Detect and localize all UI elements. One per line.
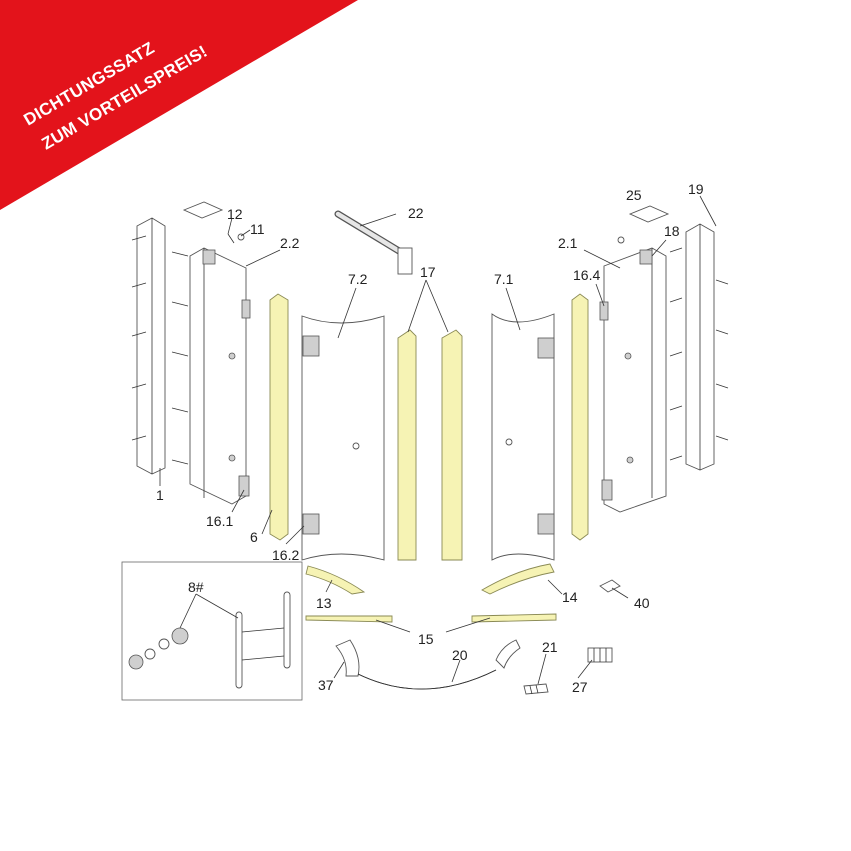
- screws-right: [669, 247, 729, 461]
- pad-21: [523, 683, 549, 695]
- callout-16-1: 16.1: [206, 513, 233, 529]
- washer-right: [617, 236, 625, 244]
- callout-37: 37: [318, 677, 334, 693]
- callout-27: 27: [572, 679, 588, 695]
- callout-19: 19: [688, 181, 704, 197]
- callout-13: 13: [316, 595, 332, 611]
- callout-11: 11: [250, 221, 265, 237]
- screws-left: [131, 235, 189, 465]
- seal-17-right: [441, 329, 463, 561]
- wall-profile-left: [131, 217, 189, 475]
- inset-handle-set: [121, 561, 303, 701]
- callout-16-2: 16.2: [272, 547, 299, 563]
- bottom-seal-14: [481, 563, 555, 595]
- callout-8: 8#: [188, 579, 204, 595]
- glass-door-right: [491, 313, 555, 561]
- callout-14: 14: [562, 589, 578, 605]
- stabilizer-bar-22: [334, 210, 413, 275]
- cover-37: [335, 639, 360, 677]
- bottom-seal-13: [305, 565, 366, 595]
- callout-21: 21: [542, 639, 558, 655]
- callout-15: 15: [418, 631, 434, 647]
- callout-7-2: 7.2: [348, 271, 368, 287]
- callout-22: 22: [408, 205, 424, 221]
- seal-17-left: [397, 329, 417, 561]
- leader-lines: [159, 195, 717, 685]
- cap-25: [628, 205, 670, 223]
- callout-1: 1: [156, 487, 164, 503]
- clip-40: [599, 579, 621, 593]
- promo-banner-background: [0, 0, 358, 210]
- seal-20: [357, 669, 497, 690]
- callout-labels: 1 2.2 12 11 22 7.2 17 7.1 2.1 16.4 25 19…: [156, 181, 704, 695]
- wall-profile-right: [669, 223, 729, 471]
- seal-15-left: [305, 615, 393, 623]
- callout-7-1: 7.1: [494, 271, 514, 287]
- callout-40: 40: [634, 595, 650, 611]
- callout-2-1: 2.1: [558, 235, 578, 251]
- glass-door-left: [301, 315, 385, 561]
- callout-20: 20: [452, 647, 468, 663]
- seal-6: [269, 293, 289, 541]
- seal-15-right: [471, 613, 557, 623]
- clip-27: [587, 647, 613, 663]
- callout-2-2: 2.2: [280, 235, 300, 251]
- callout-16-4: 16.4: [573, 267, 600, 283]
- cap-12: [182, 201, 235, 244]
- callout-18: 18: [664, 223, 680, 239]
- seal-right-vertical: [571, 293, 589, 541]
- wall-channel-right: [599, 247, 667, 513]
- callout-17: 17: [420, 264, 436, 280]
- washer-11: [237, 233, 245, 241]
- callout-25: 25: [626, 187, 642, 203]
- callout-12: 12: [227, 206, 243, 222]
- wall-channel-left: [189, 247, 251, 505]
- promo-banner: DICHTUNGSSATZ ZUM VORTEILSPREIS!: [0, 0, 358, 210]
- cover-37-right: [495, 639, 521, 669]
- callout-6: 6: [250, 529, 258, 545]
